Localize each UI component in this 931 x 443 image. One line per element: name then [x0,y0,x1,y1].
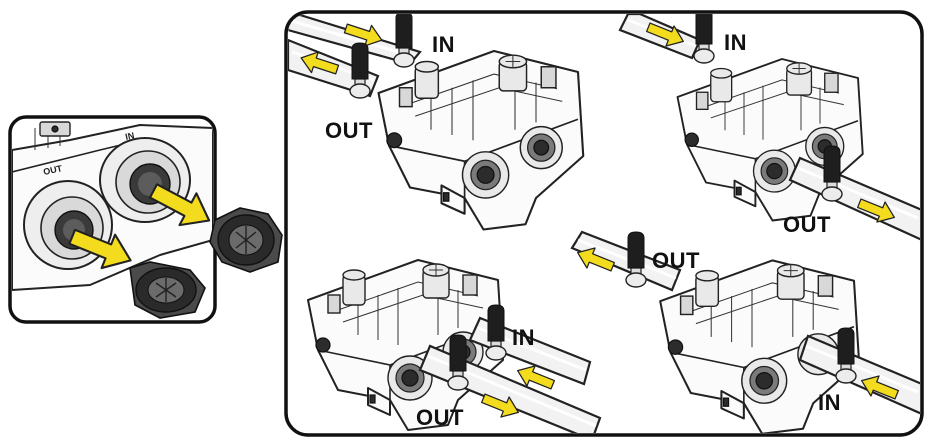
threaded-plug-icon [209,207,283,273]
config2-out-label: OUT [783,212,831,237]
config4-in-label: IN [818,390,841,415]
ball-valve-icon [693,14,715,64]
config-bottom-right: OUT IN [570,230,920,433]
config-top-left: IN OUT [288,14,585,231]
inset-out-mark: OUT [42,163,63,177]
ball-valve-icon [625,231,647,288]
config1-in-label: IN [432,32,455,57]
main-panel-configurations: IN OUT [284,10,924,437]
config1-out-label: OUT [325,118,373,143]
ball-valve-icon [447,334,469,391]
threaded-plug-icon [129,261,206,319]
ball-valve-icon [821,145,843,202]
ball-valve-icon [835,327,857,384]
inset-in-mark: IN [124,130,135,142]
ball-valve-icon [485,304,507,361]
ball-valve-icon [393,14,415,68]
config-top-right: IN OUT [618,14,920,242]
inset-plug-removal: IN OUT [8,115,283,324]
config3-in-label: IN [512,325,535,350]
config-bottom-left: IN OUT [307,259,602,433]
ball-valve-icon [349,42,371,99]
config3-out-label: OUT [416,405,464,430]
config4-out-label: OUT [652,248,700,273]
config2-in-label: IN [724,30,747,55]
